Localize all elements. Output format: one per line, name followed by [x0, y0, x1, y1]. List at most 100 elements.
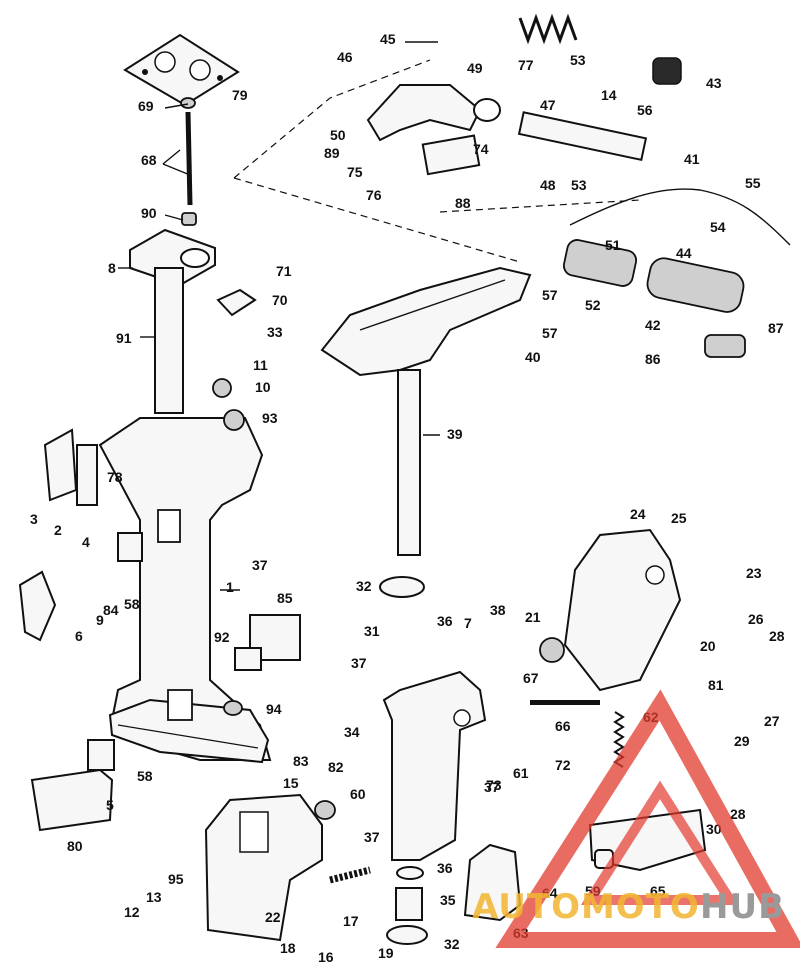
part-nut-95: [223, 409, 245, 431]
callout-90: 90: [141, 205, 157, 221]
part-stern-bracket: [382, 670, 487, 861]
callout-53: 53: [571, 177, 587, 193]
part-mount-58b: [87, 739, 115, 771]
callout-36: 36: [437, 613, 453, 629]
callout-15: 15: [283, 775, 299, 791]
callout-33: 33: [267, 324, 283, 340]
callout-39: 39: [447, 426, 463, 442]
callout-9: 9: [96, 612, 104, 628]
callout-48: 48: [540, 177, 556, 193]
callout-70: 70: [272, 292, 288, 308]
callout-34: 34: [344, 724, 360, 740]
watermark-logo: AUTOMOTO HUB: [472, 689, 800, 948]
callout-57: 57: [542, 287, 558, 303]
part-grommet-96: [223, 700, 243, 716]
callout-69: 69: [138, 98, 154, 114]
watermark-triangle: [495, 689, 800, 948]
callout-56: 56: [637, 102, 653, 118]
part-throttle-knob: [704, 334, 746, 358]
part-grip-insert: [562, 239, 638, 287]
callout-86: 86: [645, 351, 661, 367]
callout-73: 73: [486, 777, 502, 793]
callout-61: 61: [513, 765, 529, 781]
callout-96: 96: [0, 0, 16, 3]
callout-92: 92: [214, 629, 230, 645]
callout-40: 40: [525, 349, 541, 365]
callout-72: 72: [555, 757, 571, 773]
part-swivel-shaft: [397, 369, 421, 556]
callout-91: 91: [116, 330, 132, 346]
callout-6: 6: [75, 628, 83, 644]
callout-68: 68: [141, 152, 157, 168]
callout-81: 81: [708, 677, 724, 693]
part-bracket-5: [30, 768, 114, 832]
callout-11: 11: [253, 357, 268, 373]
callout-97: 97: [0, 0, 16, 3]
callout-37: 37: [252, 557, 268, 573]
callout-23: 23: [746, 565, 762, 581]
part-swivel-arm: [320, 266, 532, 377]
watermark-brand-left: AUTOMOTO: [472, 887, 700, 927]
watermark-triangle-inner: [580, 780, 740, 905]
callout-88: 88: [455, 195, 471, 211]
callout-26: 26: [748, 611, 764, 627]
callout-49: 49: [467, 60, 483, 76]
callout-47: 47: [540, 97, 556, 113]
callout-75: 75: [347, 164, 363, 180]
part-bushing: [181, 212, 197, 226]
callout-14: 14: [601, 87, 617, 103]
callout-28: 28: [769, 628, 785, 644]
callout-32: 32: [444, 936, 460, 952]
callout-22: 22: [265, 909, 281, 925]
callout-83: 83: [293, 753, 309, 769]
callout-82: 82: [328, 759, 344, 775]
callout-36: 36: [437, 860, 453, 876]
part-pad-94: [234, 647, 262, 671]
part-grip: [646, 257, 745, 313]
callout-7: 7: [464, 615, 472, 631]
callout-44: 44: [676, 245, 692, 261]
callout-51: 51: [605, 237, 621, 253]
callout-31: 31: [364, 623, 380, 639]
callout-85: 85: [277, 590, 293, 606]
callout-53: 53: [570, 52, 586, 68]
part-washer-36: [396, 866, 424, 880]
part-side-cover: [43, 428, 78, 502]
callout-78: 78: [107, 469, 123, 485]
part-exhaust-housing: [98, 417, 272, 764]
part-gasket: [123, 33, 240, 107]
callout-94: 94: [266, 701, 282, 717]
watermark-brand-right: HUB: [700, 887, 785, 927]
callout-60: 60: [350, 786, 366, 802]
callout-46: 46: [337, 49, 353, 65]
callout-54: 54: [710, 219, 726, 235]
group-outline-mid: [439, 199, 641, 213]
part-roller-21: [539, 637, 565, 663]
callout-67: 67: [523, 670, 539, 686]
part-nut-10: [212, 378, 232, 398]
callout-25: 25: [671, 510, 687, 526]
callout-2: 2: [54, 522, 62, 538]
callout-21: 21: [525, 609, 541, 625]
callout-93: 93: [262, 410, 278, 426]
part-bracket-plate: [421, 134, 481, 176]
callout-12: 12: [124, 904, 140, 920]
callout-19: 19: [378, 945, 394, 961]
callout-77: 77: [518, 57, 534, 73]
callout-87: 87: [768, 320, 784, 336]
part-clamp-bracket-right: [563, 528, 682, 692]
callout-80: 80: [67, 838, 83, 854]
part-rod-66: [530, 700, 600, 705]
callout-95: 95: [168, 871, 184, 887]
part-spacer: [180, 97, 196, 109]
callout-42: 42: [645, 317, 661, 333]
part-tiller-arm: [366, 84, 501, 142]
part-washer-32-bottom: [386, 925, 428, 945]
callout-89: 89: [324, 145, 340, 161]
callout-37: 37: [484, 779, 500, 795]
group-outline-upper: [233, 59, 431, 179]
callout-43: 43: [706, 75, 722, 91]
callout-71: 71: [276, 263, 292, 279]
callout-57: 57: [542, 325, 558, 341]
callout-76: 76: [366, 187, 382, 203]
